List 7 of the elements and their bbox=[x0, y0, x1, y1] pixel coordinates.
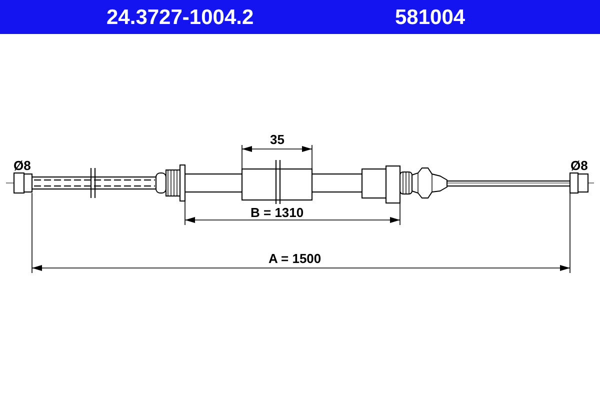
dimension-label: A = 1500 bbox=[268, 252, 322, 265]
dimension-label: B = 1310 bbox=[250, 206, 304, 219]
part-number: 24.3727-1004.2 bbox=[106, 7, 254, 28]
part-number: 581004 bbox=[395, 7, 466, 28]
dimension-label: 35 bbox=[270, 133, 284, 146]
diameter-label: Ø8 bbox=[14, 159, 31, 172]
diameter-label: Ø8 bbox=[570, 159, 588, 172]
